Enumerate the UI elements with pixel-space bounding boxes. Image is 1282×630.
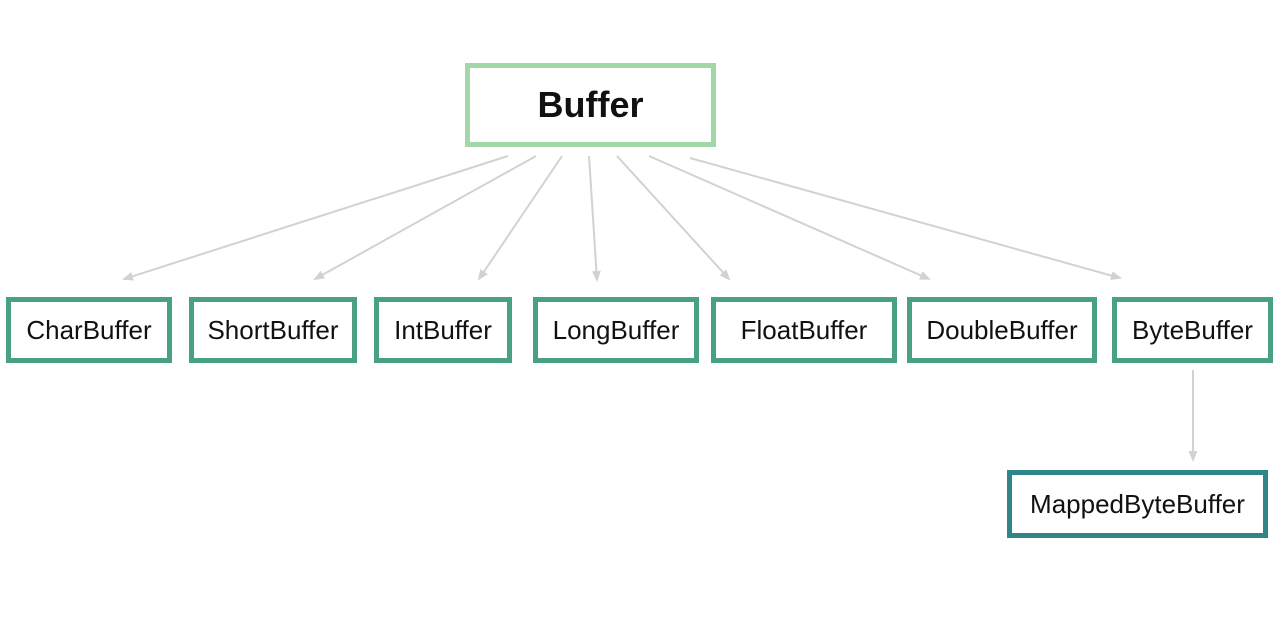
edge-buffer-to-bytebuffer bbox=[689, 157, 1122, 280]
node-intbuffer-label: IntBuffer bbox=[394, 314, 492, 345]
node-floatbuffer: FloatBuffer bbox=[711, 297, 897, 363]
node-longbuffer-label: LongBuffer bbox=[552, 314, 680, 345]
node-floatbuffer-label: FloatBuffer bbox=[740, 314, 868, 345]
node-doublebuffer: DoubleBuffer bbox=[907, 297, 1097, 363]
node-bytebuffer: ByteBuffer bbox=[1112, 297, 1273, 363]
node-shortbuffer-label: ShortBuffer bbox=[207, 314, 339, 345]
edge-buffer-to-longbuffer bbox=[588, 155, 601, 282]
node-bytebuffer-label: ByteBuffer bbox=[1132, 314, 1253, 345]
node-buffer: Buffer bbox=[465, 63, 716, 147]
node-longbuffer: LongBuffer bbox=[533, 297, 699, 363]
edge-buffer-to-shortbuffer bbox=[313, 155, 537, 280]
edge-buffer-to-charbuffer bbox=[122, 155, 509, 281]
edge-buffer-to-doublebuffer bbox=[648, 155, 931, 280]
node-intbuffer: IntBuffer bbox=[374, 297, 512, 363]
edge-buffer-to-floatbuffer bbox=[616, 155, 731, 281]
node-mappedbytebuffer-label: MappedByteBuffer bbox=[1030, 488, 1245, 519]
node-shortbuffer: ShortBuffer bbox=[189, 297, 357, 363]
node-charbuffer: CharBuffer bbox=[6, 297, 172, 363]
node-charbuffer-label: CharBuffer bbox=[26, 314, 152, 345]
node-buffer-label: Buffer bbox=[537, 84, 644, 125]
edge-buffer-to-intbuffer bbox=[477, 155, 563, 281]
node-doublebuffer-label: DoubleBuffer bbox=[926, 314, 1078, 345]
node-mappedbytebuffer: MappedByteBuffer bbox=[1007, 470, 1268, 538]
